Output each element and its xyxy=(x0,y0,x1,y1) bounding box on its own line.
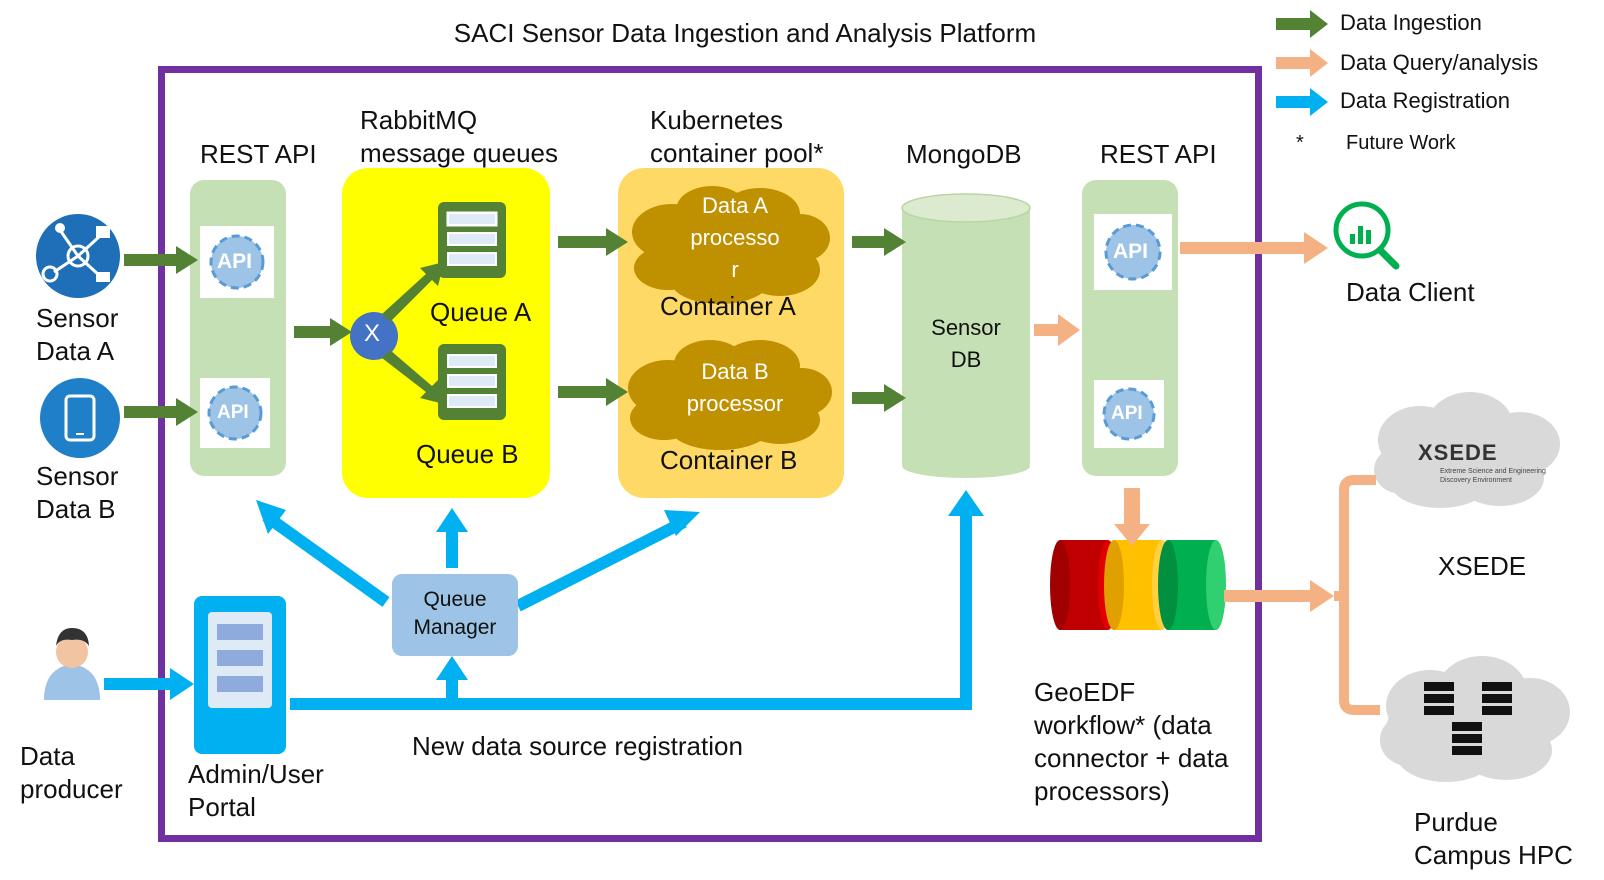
producer-label-line1: Data xyxy=(20,741,75,771)
geoedf-label-line3: connector + data xyxy=(1034,743,1229,773)
platform-boundary xyxy=(158,66,1262,842)
purdue-label-line1: Purdue xyxy=(1414,807,1498,837)
queue-stack-icon xyxy=(438,344,506,420)
queue-manager-line1: Queue xyxy=(423,588,487,611)
rest-api-left-header: REST API xyxy=(200,139,317,169)
processor-a-line2: processo xyxy=(690,225,780,250)
processor-b-line2: processor xyxy=(686,391,784,416)
processor-b-cloud xyxy=(628,340,832,450)
queue-a-label: Queue A xyxy=(430,297,532,327)
data-client-label: Data Client xyxy=(1346,277,1475,307)
geoedf-workflow-icon xyxy=(1050,540,1226,630)
queue-b-label: Queue B xyxy=(416,439,519,469)
sensor-db-line1: Sensor xyxy=(931,315,1001,340)
analytics-search-icon xyxy=(1333,201,1400,270)
geoedf-label-line2: workflow* (data xyxy=(1034,710,1212,740)
producer-label-line2: producer xyxy=(20,774,123,804)
queue-stack-icon xyxy=(438,202,506,278)
geoedf-label-line4: processors) xyxy=(1034,776,1170,806)
api-label: API xyxy=(217,402,249,423)
processor-a-cloud xyxy=(632,186,830,304)
kubernetes-header-line1: Kubernetes xyxy=(650,105,783,135)
registration-label: New data source registration xyxy=(412,731,743,761)
gear-icon xyxy=(1094,214,1172,290)
registration-arrows xyxy=(104,490,984,710)
legend-ingestion-arrow xyxy=(1276,10,1328,38)
xsede-label: XSEDE xyxy=(1438,551,1527,581)
xsede-tagline-line2: Discovery Environment xyxy=(1440,477,1512,484)
exchange-node xyxy=(350,312,398,360)
legend-query-label: Data Query/analysis xyxy=(1340,50,1539,75)
sensor-b-label-line1: Sensor xyxy=(36,461,119,491)
smartphone-icon xyxy=(40,378,120,458)
admin-user-portal[interactable] xyxy=(194,596,286,754)
sensor-a-label-line1: Sensor xyxy=(36,303,119,333)
api-label: API xyxy=(1111,403,1143,424)
rabbitmq-header-line2: message queues xyxy=(360,138,559,168)
kubernetes-header-line2: container pool* xyxy=(650,138,824,168)
rabbitmq-header-line1: RabbitMQ xyxy=(360,105,478,135)
portal-document-icon xyxy=(208,612,272,708)
legend-registration-label: Data Registration xyxy=(1340,88,1510,113)
legend-future-label: Future Work xyxy=(1346,132,1456,154)
legend-query-arrow xyxy=(1276,49,1328,77)
xsede-cloud xyxy=(1374,392,1560,508)
gear-icon xyxy=(200,226,274,298)
legend-ingestion-label: Data Ingestion xyxy=(1340,10,1482,35)
ingestion-arrows xyxy=(124,228,906,426)
person-icon xyxy=(44,628,100,700)
container-b-label: Container B xyxy=(660,445,798,475)
queue-manager: Queue Manager xyxy=(392,574,518,656)
query-arrows xyxy=(1034,232,1380,715)
sensor-db-cylinder xyxy=(901,193,1031,478)
sensor-b-label-line2: Data B xyxy=(36,494,116,524)
rest-api-right-header: REST API xyxy=(1100,139,1217,169)
api-label: API xyxy=(217,250,253,273)
legend-registration-arrow xyxy=(1276,88,1328,116)
iot-network-icon xyxy=(36,214,120,298)
processor-a-line3: r xyxy=(731,257,739,282)
api-label: API xyxy=(1113,240,1149,263)
geoedf-label-line1: GeoEDF xyxy=(1034,677,1136,707)
purdue-label-line2: Campus HPC xyxy=(1414,840,1573,870)
exchange-label: X xyxy=(364,320,381,347)
gear-icon xyxy=(200,378,270,448)
legend-future-symbol: * xyxy=(1296,132,1304,154)
gear-icon xyxy=(1094,380,1164,448)
queue-manager-line2: Manager xyxy=(413,616,497,639)
xsede-logo: XSEDE xyxy=(1418,440,1498,465)
diagram-title: SACI Sensor Data Ingestion and Analysis … xyxy=(453,18,1037,48)
portal-label-line1: Admin/User xyxy=(188,759,324,789)
sensor-a-label-line2: Data A xyxy=(36,336,115,366)
container-a-label: Container A xyxy=(660,291,796,321)
purdue-cloud xyxy=(1380,656,1570,782)
portal-label-line2: Portal xyxy=(188,792,256,822)
xsede-tagline-line1: Extreme Science and Engineering xyxy=(1440,468,1546,475)
server-rack-icon xyxy=(1424,682,1512,755)
sensor-db-line2: DB xyxy=(950,347,982,372)
mongodb-header: MongoDB xyxy=(906,139,1022,169)
processor-a-line1: Data A xyxy=(701,193,769,218)
processor-b-line1: Data B xyxy=(701,359,769,384)
